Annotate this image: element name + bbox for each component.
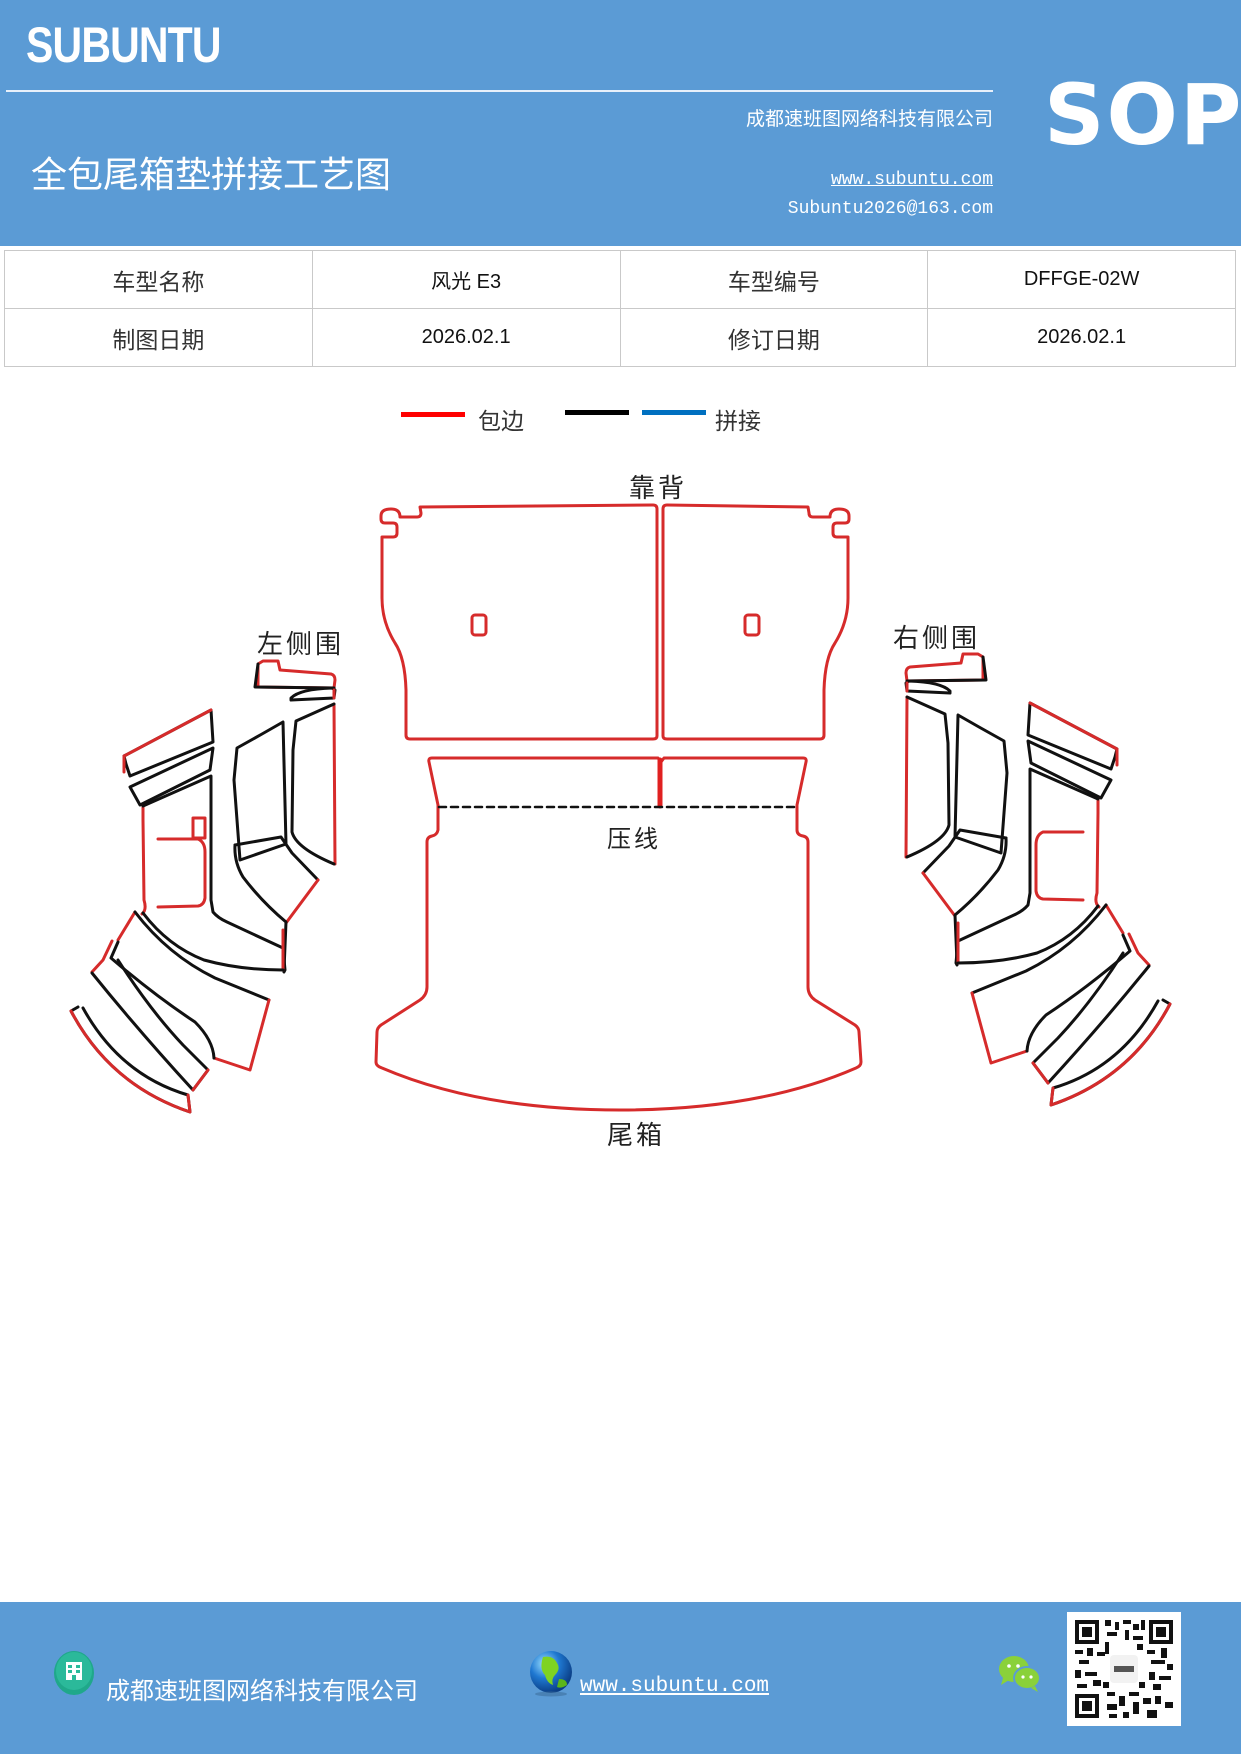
legend-swatch-black [565, 410, 629, 415]
model-name-label: 车型名称 [4, 250, 313, 309]
backrest-left-panel [379, 503, 659, 741]
table-row: 车型名称 风光 E3 车型编号 DFFGE-02W [4, 250, 1236, 309]
draw-date-label: 制图日期 [4, 308, 313, 367]
sop-badge: SOP [1044, 66, 1241, 164]
draw-date-value: 2026.02.1 [311, 308, 621, 367]
model-name-value: 风光 E3 [311, 250, 621, 309]
legend-label-edging: 包边 [478, 409, 524, 435]
brand-logo: SUBUNTU [26, 17, 222, 73]
globe-icon [527, 1649, 575, 1701]
left-side-wall [69, 659, 337, 1114]
revise-date-value: 2026.02.1 [927, 308, 1236, 367]
email-address: Subuntu2026@163.com [787, 199, 993, 219]
website-link[interactable]: www.subuntu.com [830, 170, 993, 190]
label-backrest: 靠背 [629, 474, 688, 504]
qr-code [1067, 1612, 1181, 1726]
vehicle-info-table: 车型名称 风光 E3 车型编号 DFFGE-02W 制图日期 2026.02.1… [4, 250, 1236, 367]
footer-website-link[interactable]: www.subuntu.com [580, 1675, 770, 1698]
model-code-value: DFFGE-02W [927, 250, 1236, 309]
label-left-side: 左侧围 [257, 630, 345, 660]
table-row: 制图日期 2026.02.1 修订日期 2026.02.1 [4, 308, 1236, 367]
mat-diagram: 靠背 左侧围 右侧围 压线 尾箱 [0, 450, 1241, 1170]
page-title: 全包尾箱垫拼接工艺图 [31, 155, 392, 196]
trunk-floor-panel [374, 756, 863, 1112]
right-side-wall [904, 652, 1172, 1107]
header-banner: SUBUNTU 成都速班图网络科技有限公司 全包尾箱垫拼接工艺图 www.sub… [0, 0, 1241, 246]
footer-banner: 成都速班图网络科技有限公司 www.subuntu.com [0, 1602, 1241, 1754]
legend-swatch-blue [642, 410, 706, 415]
label-trunk: 尾箱 [607, 1121, 666, 1151]
revise-date-label: 修订日期 [619, 308, 929, 367]
label-right-side: 右侧围 [893, 624, 981, 654]
legend-label-splice: 拼接 [715, 409, 761, 435]
legend: 包边 拼接 [0, 400, 1241, 440]
building-icon [53, 1650, 95, 1700]
label-press-line: 压线 [607, 825, 661, 853]
model-code-label: 车型编号 [619, 250, 929, 309]
company-name: 成都速班图网络科技有限公司 [745, 108, 993, 130]
backrest-right-panel [661, 503, 851, 741]
footer-company-name: 成都速班图网络科技有限公司 [106, 1677, 418, 1705]
legend-swatch-red [401, 412, 465, 417]
header-divider [6, 90, 993, 92]
wechat-icon [997, 1654, 1043, 1698]
